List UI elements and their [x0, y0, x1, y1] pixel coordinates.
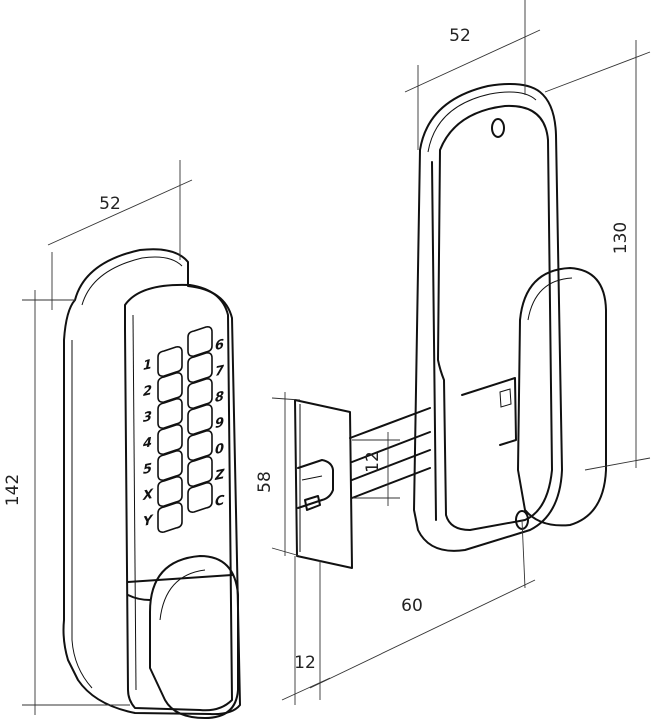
dim-back-width: 52 — [449, 26, 471, 46]
keypad-label-X: X — [142, 487, 154, 504]
keypad-label-C: C — [215, 493, 225, 510]
keypad-button-Y — [157, 502, 183, 533]
dim-front-height: 142 — [3, 474, 23, 506]
keypad-label-8: 8 — [215, 389, 224, 406]
keypad-button-2 — [157, 372, 183, 403]
keypad-label-7: 7 — [215, 363, 225, 380]
keypad-label-2: 2 — [143, 383, 152, 400]
keypad-label-5: 5 — [143, 461, 152, 478]
keypad-label-0: 0 — [215, 441, 224, 458]
keypad-button-9 — [187, 404, 213, 435]
keypad-label-3: 3 — [143, 409, 152, 426]
back-unit — [413, 83, 607, 552]
keypad-button-Z — [187, 456, 213, 487]
keypad-buttons-right — [187, 326, 213, 513]
dim-faceplate-offset: 12 — [294, 653, 316, 673]
keypad-label-4: 4 — [142, 435, 152, 452]
keypad-label-1: 1 — [143, 357, 152, 374]
keypad-button-6 — [187, 326, 213, 357]
dim-back-height: 130 — [611, 222, 631, 254]
dim-latch-height: 58 — [255, 471, 275, 493]
keypad-button-0 — [187, 430, 213, 461]
keypad-button-X — [157, 476, 183, 507]
dimension-lines — [22, 0, 651, 715]
keypad-button-7 — [187, 352, 213, 383]
keypad-button-8 — [187, 378, 213, 409]
keypad-button-1 — [157, 346, 183, 377]
keypad-label-6: 6 — [215, 337, 224, 354]
dim-latch-bolt: 12 — [363, 451, 383, 473]
keypad-button-4 — [157, 424, 183, 455]
keypad-buttons — [157, 346, 183, 533]
keypad-label-Y: Y — [143, 513, 154, 530]
keypad-button-5 — [157, 450, 183, 481]
keypad-button-C — [187, 482, 213, 513]
dim-front-width: 52 — [99, 194, 121, 214]
keypad-label-9: 9 — [215, 415, 224, 432]
dim-backset: 60 — [401, 596, 423, 616]
front-keypad-unit — [62, 248, 241, 719]
latch-assembly — [294, 399, 431, 569]
keypad-button-3 — [157, 398, 183, 429]
keypad-label-Z: Z — [214, 467, 225, 484]
